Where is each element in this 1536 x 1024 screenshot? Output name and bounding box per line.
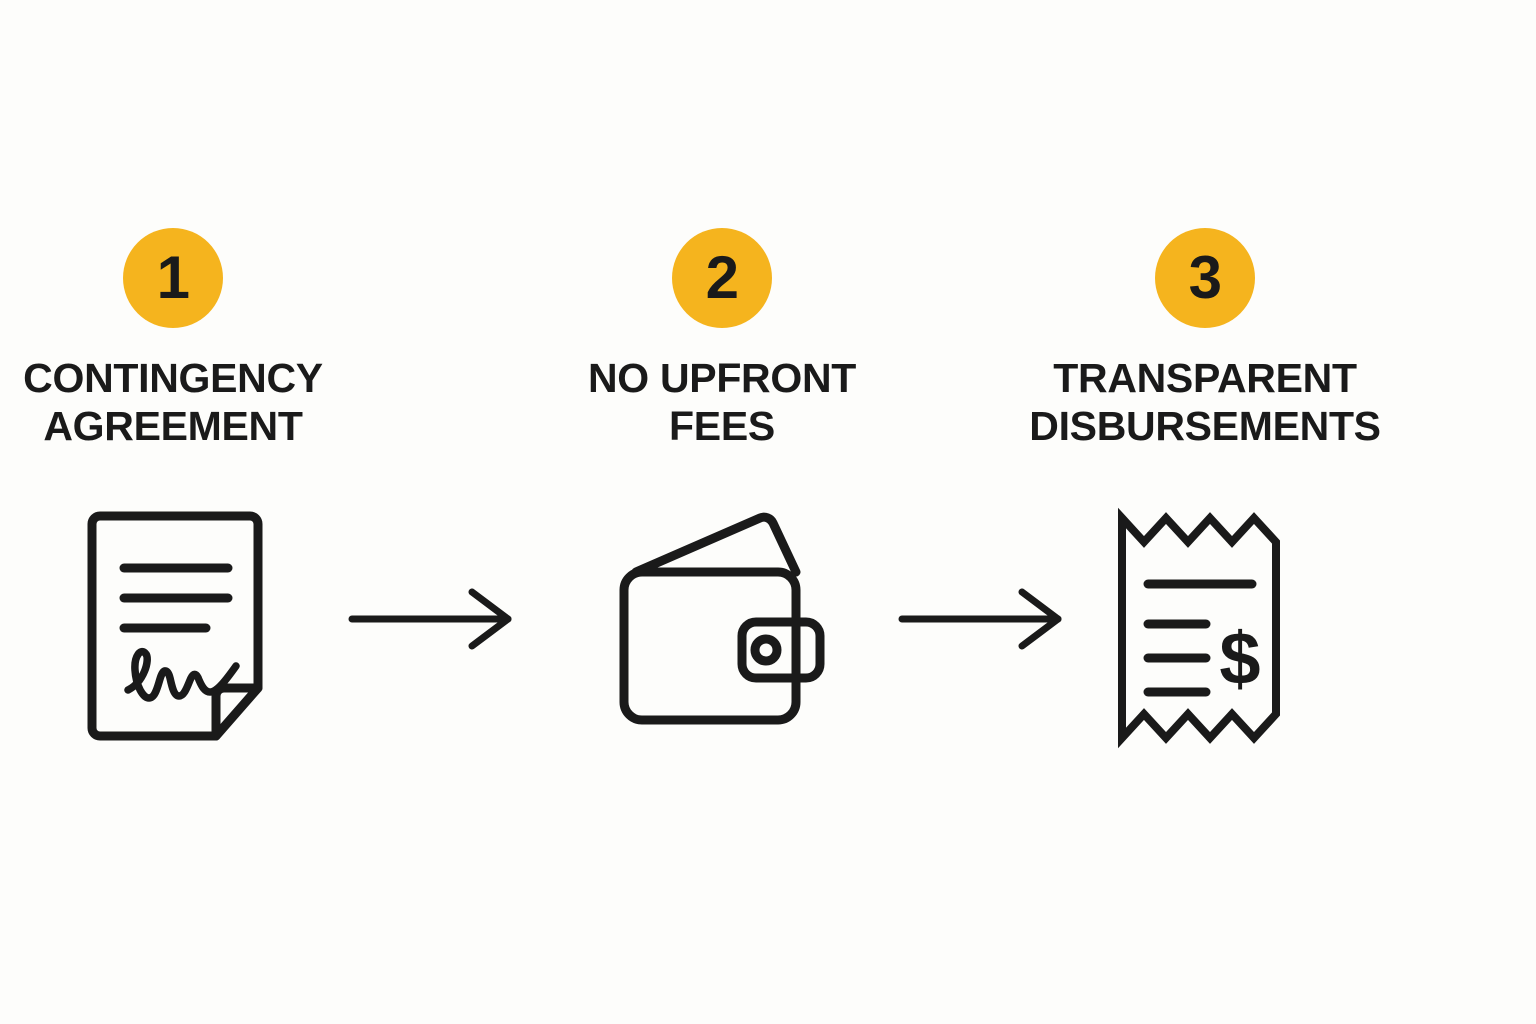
step-title-1-line-1: CONTINGENCY: [23, 355, 323, 401]
step-number-2: 2: [705, 244, 739, 311]
step-title-2-line-1: NO UPFRONT: [587, 355, 857, 401]
step-title-2-line-2: FEES: [669, 402, 775, 449]
wallet-icon: [614, 508, 830, 730]
step-number-3: 3: [1188, 244, 1222, 311]
process-step-2: 2 NO UPFRONT FEES: [492, 228, 952, 450]
step-title-1-line-2: AGREEMENT: [43, 402, 303, 449]
step-title-3-line-2: DISBURSEMENTS: [1029, 402, 1381, 449]
process-step-3: 3 TRANSPARENT DISBURSEMENTS: [975, 228, 1435, 450]
step-badge-3: 3: [1155, 228, 1255, 328]
signed-document-icon: [78, 511, 278, 748]
arrow-right-icon-1: [348, 588, 528, 650]
step-badge-2: 2: [672, 228, 772, 328]
step-title-3: TRANSPARENT DISBURSEMENTS: [1029, 355, 1381, 450]
step-title-3-line-1: TRANSPARENT: [1053, 355, 1357, 401]
step-title-2: NO UPFRONT FEES: [588, 355, 856, 450]
receipt-currency-symbol: $: [1219, 617, 1260, 700]
arrow-right-icon-2: [898, 588, 1078, 650]
process-step-1: 1 CONTINGENCY AGREEMENT: [0, 228, 403, 450]
step-title-1: CONTINGENCY AGREEMENT: [23, 355, 323, 450]
step-badge-1: 1: [123, 228, 223, 328]
step-number-1: 1: [156, 244, 190, 311]
receipt-dollar-icon: $: [1110, 507, 1290, 749]
